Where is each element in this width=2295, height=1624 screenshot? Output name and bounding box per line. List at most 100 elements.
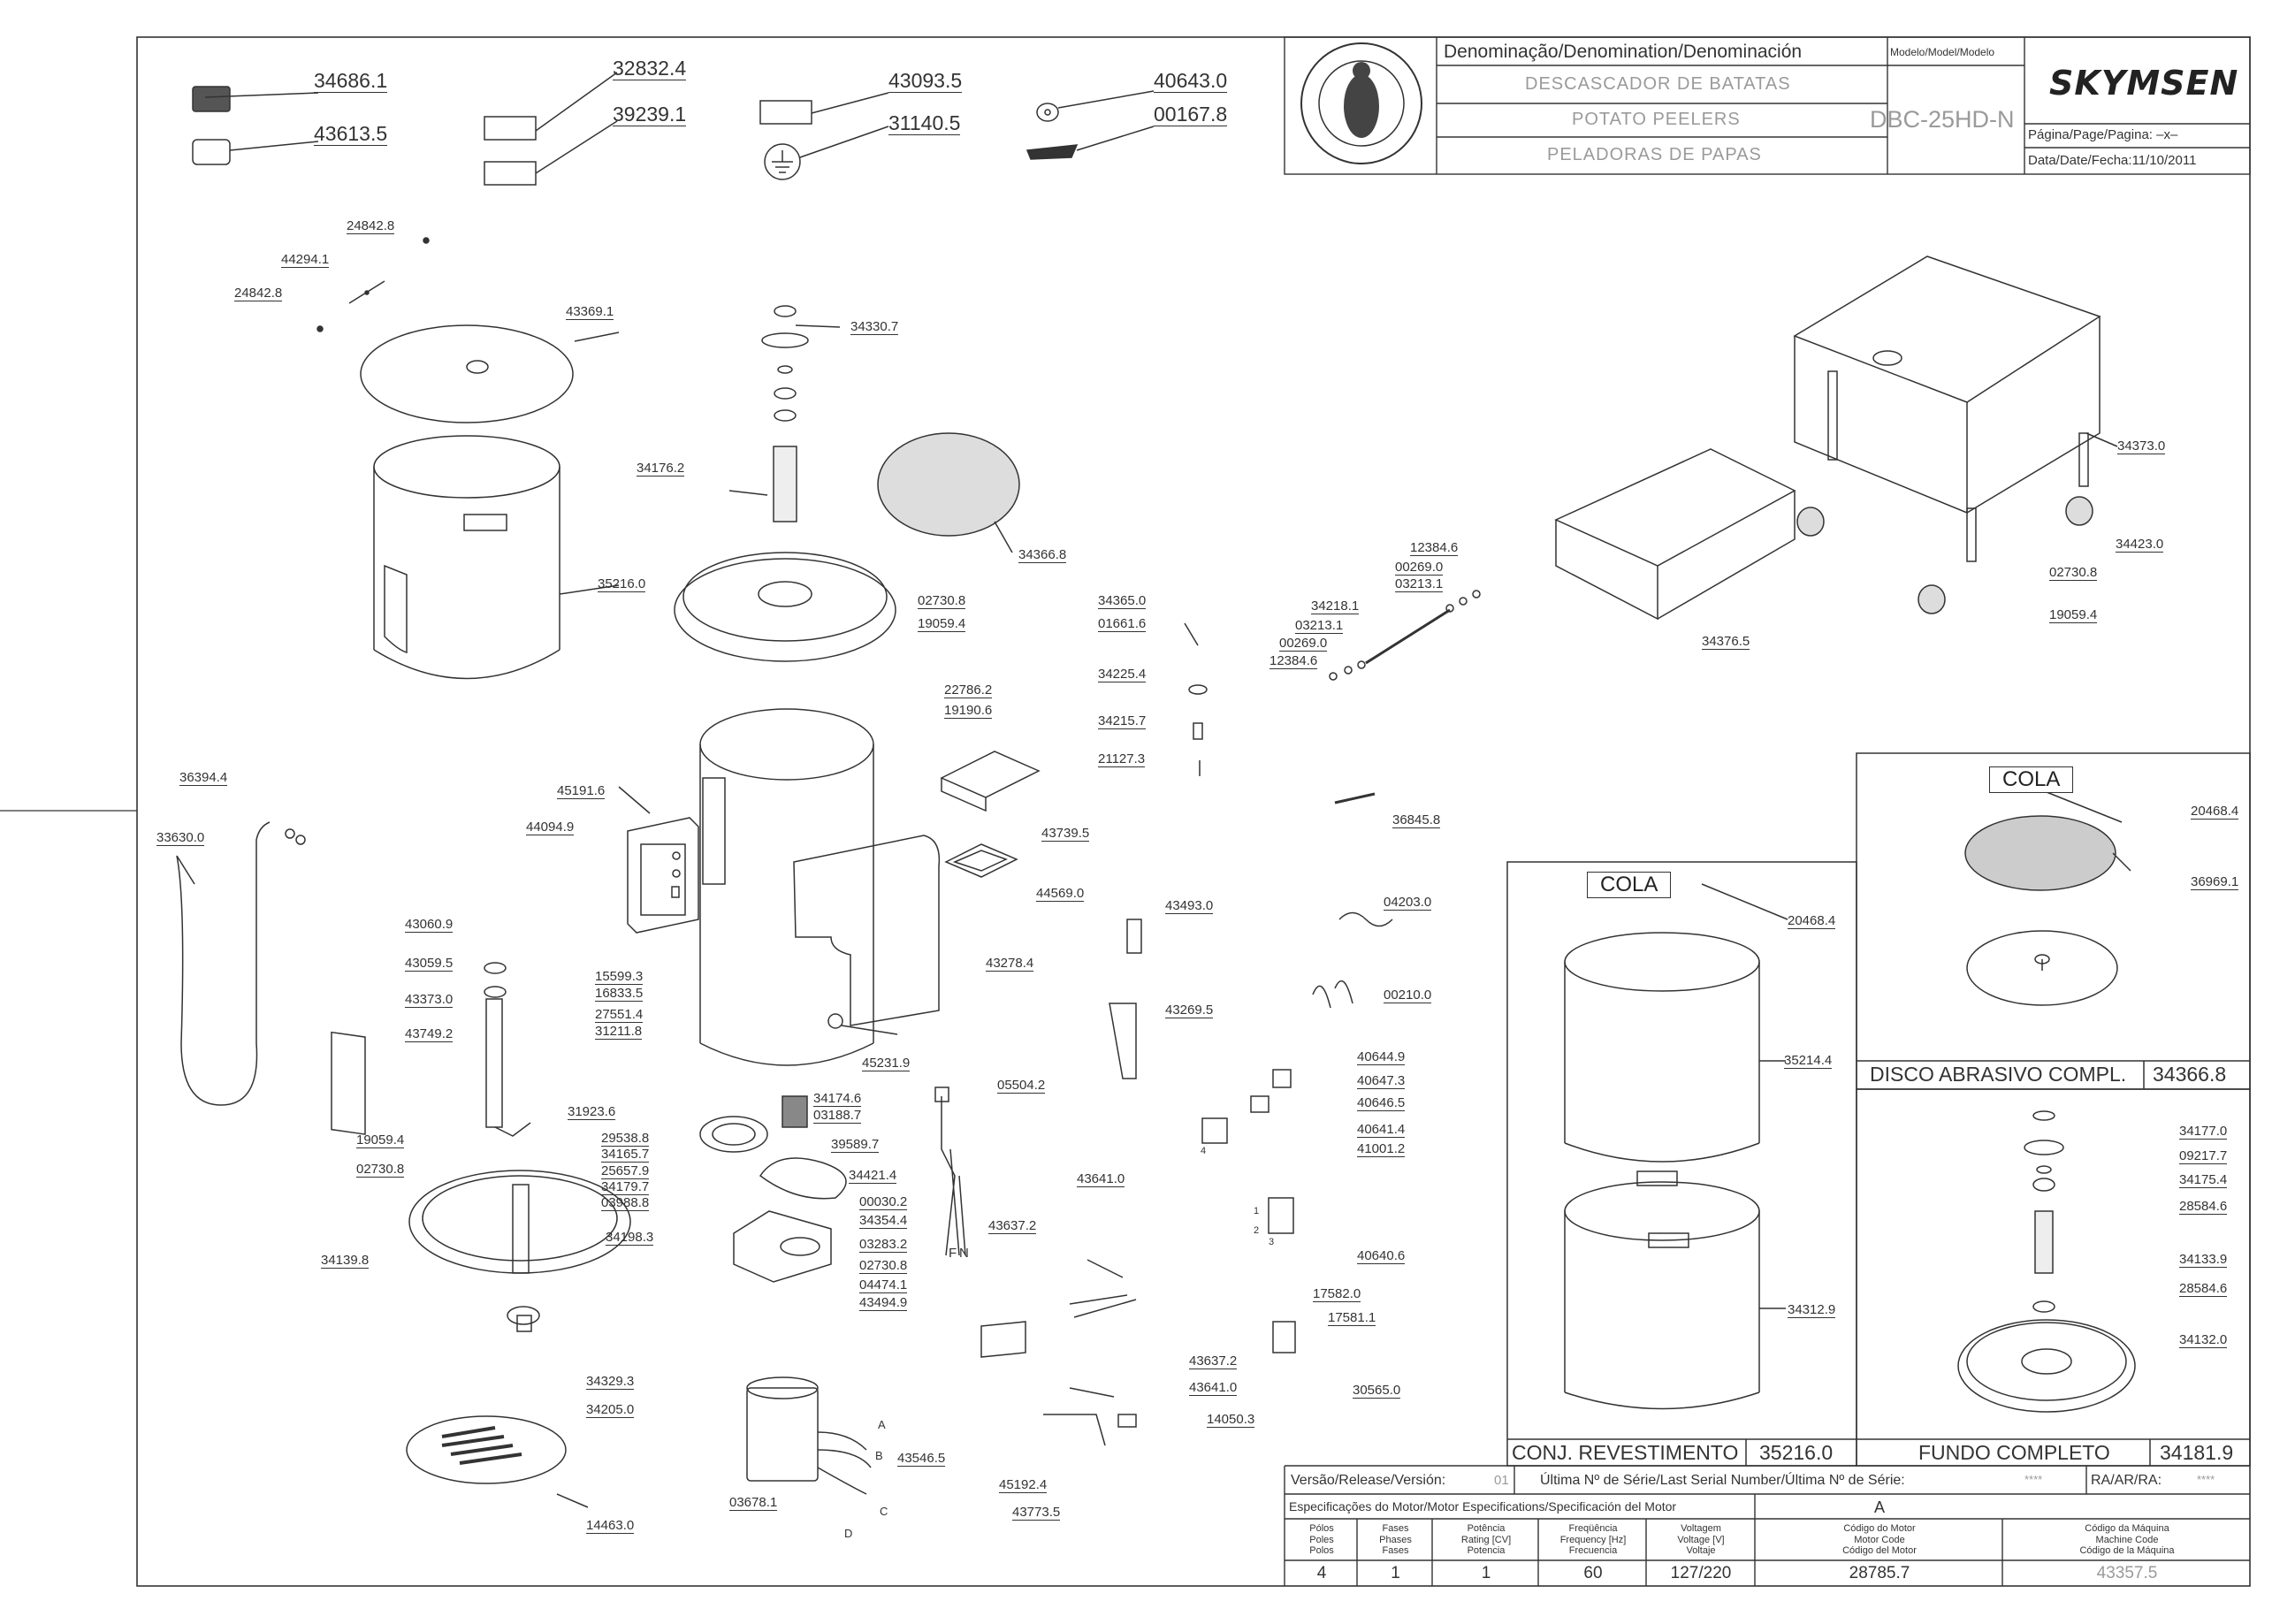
part-label: 34329.3 [586, 1374, 635, 1390]
part-label: 31140.5 [888, 111, 961, 135]
small-hardware-parts [1109, 622, 1393, 1079]
adjustable-foot-part [1796, 496, 2093, 614]
part-label: 43613.5 [314, 122, 388, 146]
value-machine-code: 43357.5 [2096, 1564, 2158, 1582]
part-label: 12384.6 [1410, 540, 1459, 556]
label-sticker-icon [192, 86, 319, 112]
part-label: 43493.0 [1165, 898, 1214, 914]
bracket-tray-part [940, 751, 1041, 878]
main-body-part [699, 708, 941, 1066]
part-label: 43641.0 [1077, 1171, 1125, 1187]
part-label: 17582.0 [1313, 1286, 1361, 1302]
part-label: 24842.8 [347, 218, 395, 234]
revestimento-box-frame [1506, 861, 1857, 1467]
water-hose-part [176, 821, 306, 1106]
part-label: 15599.3 [595, 969, 644, 985]
col-header-machine-code: Código da Máquina Machine Code Código de… [2079, 1523, 2175, 1557]
drawer-part [1554, 448, 1796, 621]
model-code: DBC-25HD-N [1870, 106, 2015, 133]
date-field: Data/Date/Fecha:11/10/2011 [2028, 154, 2196, 167]
part-label: 34225.4 [1098, 667, 1147, 682]
part-label: 44094.9 [526, 820, 575, 835]
blank-label-icon [192, 72, 889, 186]
wire-letter: C [880, 1505, 888, 1518]
part-label: 33630.0 [156, 830, 205, 846]
part-label: 35216.0 [598, 576, 646, 592]
drawer-axle-part [1329, 590, 1481, 681]
cabinet-part [1793, 255, 2118, 562]
part-label: 43278.4 [986, 956, 1034, 972]
part-label: 40646.5 [1357, 1095, 1406, 1111]
switch-assembly-part [1201, 1069, 1296, 1353]
value-phases: 1 [1391, 1564, 1400, 1582]
part-label: 34177.0 [2179, 1124, 2228, 1140]
part-label: 43369.1 [566, 304, 614, 320]
part-label: 34312.9 [1788, 1302, 1836, 1318]
part-label: 43773.5 [1012, 1505, 1061, 1521]
part-label: 20468.4 [1788, 913, 1836, 929]
part-label: 04474.1 [859, 1277, 908, 1293]
value-frequency: 60 [1583, 1564, 1603, 1582]
part-label: 45192.4 [999, 1477, 1048, 1493]
part-label: 34215.7 [1098, 713, 1147, 729]
part-label: 34366.8 [1018, 547, 1067, 563]
part-label: 44569.0 [1036, 886, 1085, 902]
part-label: 00269.0 [1279, 636, 1328, 652]
disco-code: 34366.8 [2153, 1063, 2227, 1086]
part-label: 43373.0 [405, 992, 454, 1008]
part-label: 03213.1 [1395, 576, 1444, 592]
base-ring-part [408, 1170, 631, 1332]
revestimento-code: 35216.0 [1759, 1441, 1834, 1464]
part-label: 43494.9 [859, 1295, 908, 1311]
col-header-rating: Potência Rating [CV] Potencia [1460, 1523, 1512, 1557]
wire-letter: 3 [1269, 1237, 1275, 1247]
part-label: 34133.9 [2179, 1252, 2228, 1268]
part-label: 34421.4 [849, 1168, 897, 1184]
control-box-part [618, 786, 699, 934]
part-label: 19059.4 [356, 1132, 405, 1148]
part-label: 34139.8 [321, 1253, 370, 1269]
part-label: 43637.2 [988, 1218, 1037, 1234]
part-label: 28584.6 [2179, 1281, 2228, 1297]
product-name-en: POTATO PEELERS [1572, 110, 1741, 129]
part-label: 43749.2 [405, 1026, 454, 1042]
part-label: 03188.7 [813, 1108, 862, 1124]
part-label: 34179.7 [601, 1179, 650, 1195]
part-label: 39589.7 [831, 1137, 880, 1153]
page-label: Página/Page/Pagina: [2028, 127, 2153, 142]
part-label: 34365.0 [1098, 593, 1147, 609]
product-name-es: PELADORAS DE PAPAS [1547, 145, 1762, 164]
part-label: 43641.0 [1189, 1380, 1238, 1396]
wire-letter: 2 [1254, 1225, 1260, 1236]
col-header-voltage: Voltagem Voltage [V] Voltaje [1677, 1523, 1725, 1557]
part-label: 28584.6 [2179, 1199, 2228, 1215]
value-motor-code: 28785.7 [1849, 1564, 1910, 1582]
brand-decal-icon [1026, 126, 1155, 160]
part-label: 34686.1 [314, 69, 388, 93]
part-label: 43059.5 [405, 956, 454, 972]
part-label: 00210.0 [1384, 987, 1432, 1003]
version-value: 01 [1494, 1473, 1509, 1488]
part-label: 14050.3 [1207, 1412, 1255, 1428]
bottom-grate-part [406, 1415, 589, 1508]
serial-value: **** [2024, 1473, 2043, 1486]
part-label: 40640.6 [1357, 1248, 1406, 1264]
part-label: 01661.6 [1098, 616, 1147, 632]
part-label: 03213.1 [1295, 618, 1344, 634]
motor-part [746, 1376, 872, 1495]
part-label: 40643.0 [1154, 69, 1228, 93]
col-header-frequency: Freqüência Frequency [Hz] Frecuencia [1559, 1523, 1627, 1557]
part-label: 05504.2 [997, 1078, 1046, 1094]
wire-letter: 1 [1254, 1206, 1260, 1216]
part-label: 03283.2 [859, 1237, 908, 1253]
spec-header: Especificações do Motor/Motor Especifica… [1289, 1499, 1677, 1513]
part-label: 34132.0 [2179, 1332, 2228, 1348]
fundo-caption: FUNDO COMPLETO [1918, 1441, 2110, 1464]
part-label: 34176.2 [637, 461, 685, 477]
part-label: 34423.0 [2116, 537, 2164, 553]
part-label: 34354.4 [859, 1213, 908, 1229]
power-cord-part [934, 1086, 966, 1256]
part-label: 40647.3 [1357, 1073, 1406, 1089]
part-label: 14463.0 [586, 1518, 635, 1534]
part-label: 40641.4 [1357, 1122, 1406, 1138]
